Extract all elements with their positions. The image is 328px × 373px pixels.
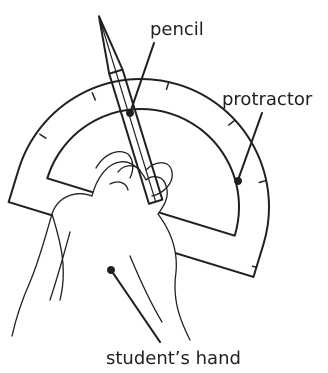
protractor-leader-dot	[234, 177, 242, 185]
pencil-leader-line	[130, 43, 154, 113]
pencil-leader-dot	[126, 109, 134, 117]
hand-outline	[52, 162, 190, 340]
student-hand	[12, 152, 190, 340]
protractor-label: protractor	[222, 89, 313, 110]
protractor-leader-line	[238, 113, 262, 180]
hand-leader-dot	[107, 266, 115, 274]
hand-label: student’s hand	[106, 348, 241, 369]
arm-left-edge	[12, 214, 52, 336]
pencil-label: pencil	[150, 19, 204, 40]
